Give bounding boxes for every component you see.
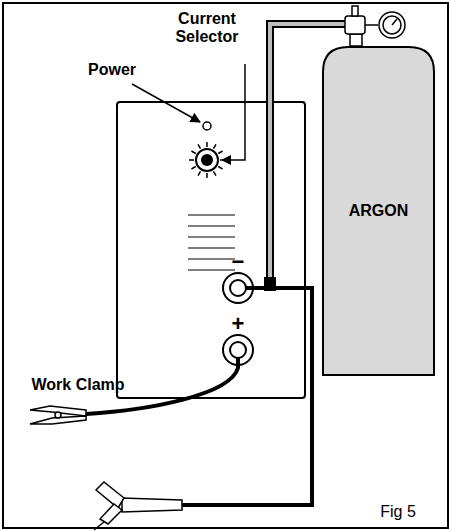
selector-leader xyxy=(222,64,245,160)
terminal-sign: + xyxy=(232,312,245,336)
power-label: Power xyxy=(88,61,136,79)
current-selector-knob xyxy=(189,142,225,178)
part-label: Work Clamp xyxy=(31,376,124,394)
power-indicator xyxy=(203,122,211,130)
gas-cylinder: ARGON xyxy=(322,46,435,376)
vent-slots xyxy=(188,215,235,270)
gas-label: ARGON xyxy=(347,201,411,221)
torch-cable xyxy=(182,288,312,505)
terminal-sign: − xyxy=(232,250,245,274)
welder-housing xyxy=(117,102,305,398)
cylinder-body xyxy=(323,47,434,375)
regulator xyxy=(345,6,405,46)
tig-torch xyxy=(94,482,182,530)
selector-label: Current Selector xyxy=(162,10,252,45)
work-clamp xyxy=(30,406,86,424)
figure-caption: Fig 5 xyxy=(380,503,416,521)
figure-border xyxy=(3,3,448,528)
power-leader xyxy=(132,84,200,122)
